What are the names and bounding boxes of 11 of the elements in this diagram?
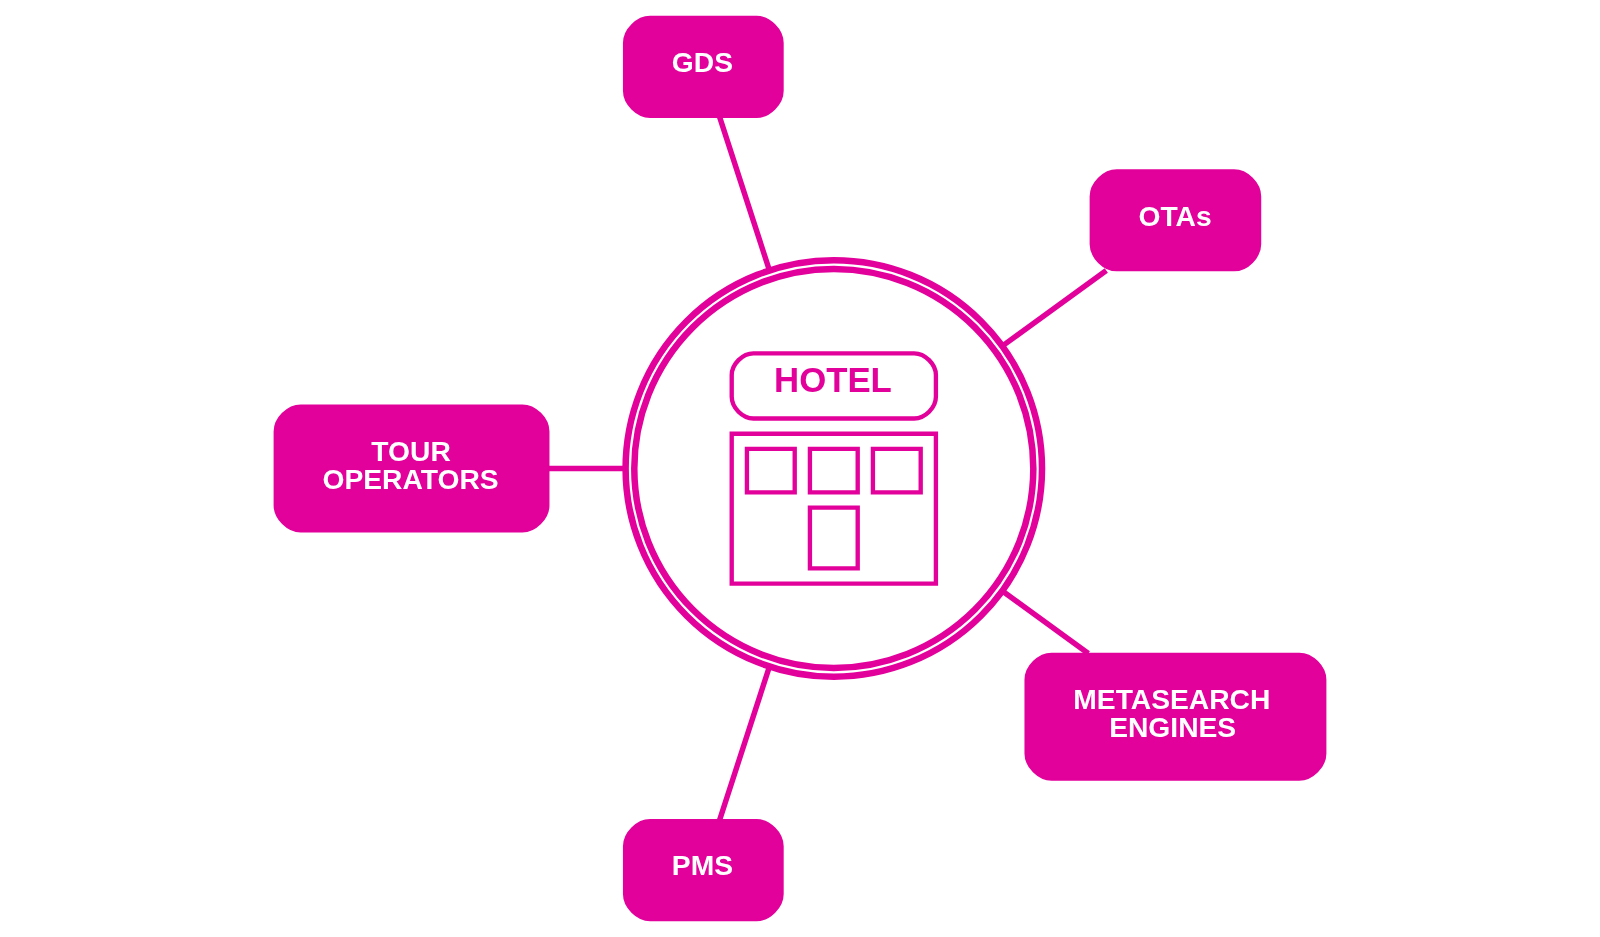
node-box: PMS — [622, 819, 784, 922]
connector — [1000, 588, 1090, 656]
node-box: TOUR OPERATORS — [273, 404, 550, 533]
connector — [717, 666, 772, 821]
node-box: OTAs — [1089, 169, 1262, 272]
connector — [548, 465, 626, 472]
connector — [1000, 268, 1108, 349]
node-circle: HOTEL — [622, 257, 1046, 680]
node-box: GDS — [622, 15, 784, 118]
node-box: METASEARCH ENGINES — [1024, 652, 1327, 781]
connector — [717, 116, 772, 271]
